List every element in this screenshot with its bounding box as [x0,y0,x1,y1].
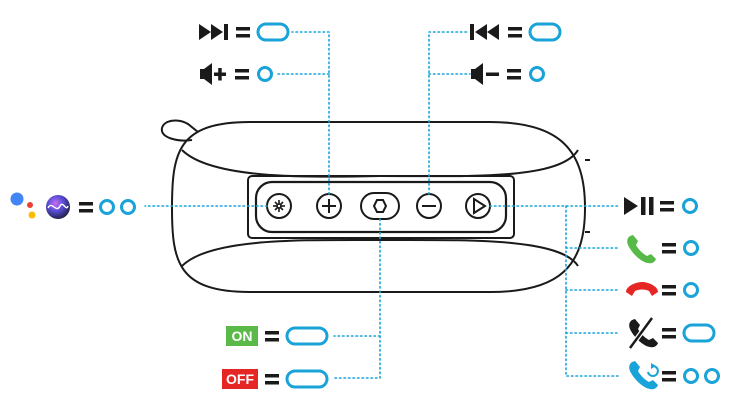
power-off-label: OFF [226,371,254,387]
legend-next-track [199,22,290,42]
button-minus[interactable] [416,193,442,219]
plus-icon [322,199,336,213]
short-press-indicator [682,198,698,214]
speaker-lower-lobe [181,238,579,267]
long-press-indicator [528,22,562,42]
legend-end-call [626,282,699,298]
volume-up-icon [200,63,226,85]
short-press-indicator [704,368,720,384]
short-press-indicator [683,368,699,384]
legend-previous-track [470,22,562,42]
short-press-indicator [529,66,545,82]
equals-sign [662,371,676,382]
power-on-badge [226,326,258,346]
short-press-indicator [120,199,136,215]
redial-icon [629,361,659,390]
play-pause-icon [624,197,654,215]
equals-sign [662,285,676,296]
volume-down-icon [471,63,499,85]
equals-sign [265,374,279,385]
next-track-icon [199,24,228,40]
connector-lines [144,31,621,379]
legend-play-pause [624,197,698,215]
power-icon [372,199,388,213]
equals-sign [79,202,93,213]
equals-sign [235,69,249,80]
speaker-upper-lobe [181,149,579,178]
power-off-badge [222,369,258,389]
legend-redial [629,361,720,390]
button-power[interactable] [360,192,400,220]
short-press-indicator [683,240,699,256]
equals-sign [662,328,676,339]
long-press-indicator [682,323,716,343]
legend-reject-call [627,316,716,350]
reject-call-icon [627,316,658,350]
speaker-outer-shell [170,121,587,293]
siri-icon [46,195,70,219]
google-assistant-icon [10,192,36,219]
short-press-indicator [257,66,273,82]
legend-voice-assistant [10,192,136,219]
short-press-indicator [99,199,115,215]
equals-sign [508,27,522,38]
equals-sign [265,331,279,342]
equals-sign [660,201,674,212]
power-on-label: ON [231,328,253,344]
equals-sign [236,27,250,38]
equals-sign [662,243,676,254]
legend-power-off [222,369,329,389]
equals-sign [507,69,521,80]
play-pause-icon [473,197,487,215]
previous-track-icon [470,24,499,40]
end-call-icon [626,282,658,296]
legend-power-on [226,326,329,346]
legend-answer-call [627,235,699,264]
answer-call-icon [627,235,656,264]
long-press-indicator [285,369,329,389]
assistant-icon [273,200,285,212]
control-panel-frame [247,175,515,239]
short-press-indicator [683,282,699,298]
control-panel-inner [254,180,508,234]
legend-volume-up [200,63,273,85]
button-play-pause[interactable] [465,193,491,219]
long-press-indicator [256,22,290,42]
legend-volume-down [471,63,545,85]
button-plus[interactable] [316,193,342,219]
speaker-body [160,119,590,293]
long-press-indicator [285,326,329,346]
button-assistant[interactable] [266,193,292,219]
strap-loop [160,119,199,142]
